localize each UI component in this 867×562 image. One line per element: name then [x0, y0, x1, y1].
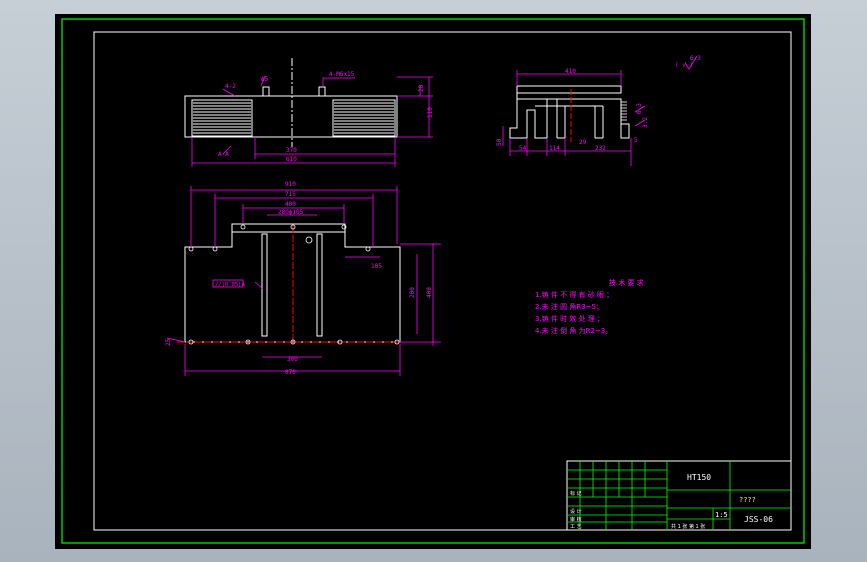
roughness-symbol: ( √ ) 6.3	[675, 55, 701, 70]
boss-right	[318, 86, 326, 97]
front-view-dimensions	[166, 186, 441, 376]
tb-sheet-info: 共 1 张 第 1 张	[671, 523, 705, 530]
side-top-width: 410	[565, 68, 576, 75]
label-tap: 4-M6x15	[329, 71, 355, 78]
label-chamfer: 4-2	[225, 83, 236, 90]
side-bottom-left: 50	[496, 138, 503, 146]
front-left-label: 25	[165, 338, 172, 346]
drawing-sheet: 4-2 ϕ5 4-M6x15 20 110 370 610 A-A	[55, 14, 811, 549]
boss-left	[262, 86, 270, 97]
tb-material: HT150	[687, 473, 711, 482]
label-section: A-A	[218, 151, 229, 158]
tb-row-label-4: 工 艺	[570, 524, 582, 530]
side-bottom-right: 5	[634, 137, 638, 144]
front-width-280: 280ϕ105	[278, 209, 304, 216]
label-height-top: 20	[418, 84, 425, 92]
note-item-4: 4.未 注 倒 角 为R2~3。	[535, 326, 612, 335]
tb-drawing-number: JSS-06	[744, 515, 773, 524]
top-view-dimensions	[191, 75, 433, 167]
top-view: 4-2 ϕ5 4-M6x15 20 110 370 610 A-A	[184, 58, 434, 167]
side-view-dimensions	[502, 70, 646, 166]
note-item-2: 2.未 注 圆 角R3~5；	[535, 302, 603, 311]
front-bottom-width: 300	[287, 356, 298, 363]
tb-row-label-1: 标 记	[570, 490, 582, 497]
label-width-inner: 370	[286, 147, 297, 154]
label-hole: ϕ5	[261, 76, 269, 83]
front-overall-bottom: 870	[285, 369, 296, 376]
side-roughness-right: 3.2	[642, 117, 649, 128]
side-gap2: 29	[579, 139, 587, 146]
side-fins	[621, 101, 627, 121]
front-height-400: 400	[426, 287, 433, 298]
front-view-outline	[184, 223, 401, 343]
note-item-3: 3.铸 件 时 效 处 理 ；	[535, 314, 604, 323]
front-ribs	[232, 231, 345, 337]
label-width-overall: 610	[286, 156, 297, 163]
note-item-1: 1.铸 件 不 得 有 砂 眼 ；	[535, 290, 613, 299]
front-height-200: 200	[409, 287, 416, 298]
fin-block-left	[191, 99, 253, 137]
front-tolerance-note: //|0.05|A	[215, 282, 245, 288]
title-block: 标 记 设 计 审 核 工 艺 HT150 ???? 1:5 JSS-06 共 …	[566, 460, 792, 531]
side-roughness-left: 6.3	[636, 103, 643, 114]
front-overall-width: 910	[285, 181, 296, 188]
drawing-canvas: 4-2 ϕ5 4-M6x15 20 110 370 610 A-A	[61, 18, 805, 544]
side-view-outline	[509, 85, 630, 139]
title-block-frame	[566, 460, 792, 531]
tb-row-label-3: 审 核	[570, 516, 582, 523]
tb-part-name: ????	[739, 496, 756, 504]
tb-scale: 1:5	[715, 511, 728, 519]
side-gap1: 114	[549, 145, 560, 152]
side-view: 410 54 114 29 232 50 5 6.3 3.2	[496, 68, 649, 166]
label-height-total: 110	[427, 107, 434, 118]
notes-title: 技 术 要 求	[609, 278, 644, 287]
svg-text:( √ ): ( √ )	[675, 62, 693, 69]
front-width-715: 715	[285, 191, 296, 198]
tb-row-label-2: 设 计	[570, 508, 582, 515]
roughness-value: 6.3	[690, 55, 701, 62]
fin-block-right	[332, 99, 396, 137]
front-view: 910 715 400 280ϕ105 105 200 400 //|0.05|…	[165, 181, 441, 376]
side-right-width: 232	[595, 145, 606, 152]
title-block-grid	[567, 461, 791, 530]
top-view-outline	[184, 95, 398, 138]
inner-border	[93, 31, 792, 531]
front-right-label: 105	[371, 263, 382, 270]
front-width-400: 400	[285, 201, 296, 208]
outer-border	[61, 18, 805, 544]
technical-notes: 技 术 要 求 1.铸 件 不 得 有 砂 眼 ； 2.未 注 圆 角R3~5；…	[535, 278, 644, 335]
side-left-offset: 54	[519, 145, 527, 152]
